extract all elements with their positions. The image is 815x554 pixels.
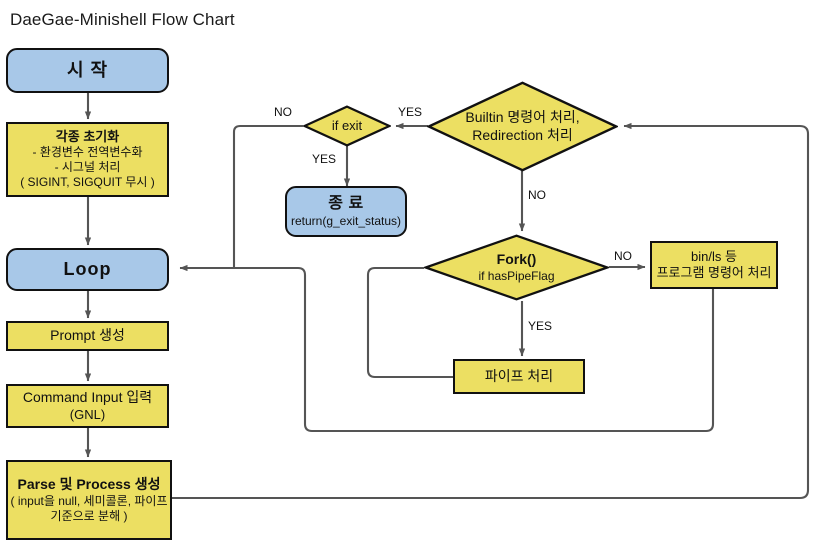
node-pipe[interactable]: 파이프 처리 bbox=[453, 359, 585, 394]
node-parse-line1: Parse 및 Process 생성 bbox=[17, 476, 161, 493]
node-if-exit[interactable]: if exit bbox=[303, 105, 391, 147]
node-if-exit-label-wrap: if exit bbox=[303, 105, 391, 147]
node-init-line2: - 환경변수 전역변수화 bbox=[32, 145, 143, 160]
node-program[interactable]: bin/ls 등 프로그램 명령어 처리 bbox=[650, 241, 778, 289]
edge-label-builtin-no: NO bbox=[528, 188, 546, 202]
node-start[interactable]: 시 작 bbox=[6, 48, 169, 93]
node-command-input-line2: (GNL) bbox=[69, 406, 106, 422]
page-title: DaeGae-Minishell Flow Chart bbox=[10, 10, 235, 29]
node-command-input[interactable]: Command Input 입력 (GNL) bbox=[6, 384, 169, 428]
node-builtin-line1: Builtin 명령어 처리, bbox=[465, 109, 580, 125]
node-init-line1: 각종 초기화 bbox=[55, 128, 120, 144]
edge-label-if-exit-no: NO bbox=[274, 105, 292, 119]
node-exit-line2: return(g_exit_status) bbox=[290, 214, 402, 228]
edge-parse-to-builtin bbox=[172, 122, 810, 500]
node-program-line1: bin/ls 등 bbox=[691, 248, 737, 264]
node-exit-line1: 종 료 bbox=[328, 195, 364, 212]
node-parse-line2: ( input을 null, 세미콜론, 파이프 bbox=[10, 493, 168, 508]
node-builtin[interactable]: Builtin 명령어 처리, Redirection 처리 bbox=[427, 81, 618, 172]
node-prompt[interactable]: Prompt 생성 bbox=[6, 321, 169, 351]
node-fork-line1: Fork() bbox=[496, 251, 537, 268]
node-fork[interactable]: Fork() if hasPipeFlag bbox=[424, 234, 609, 301]
node-loop-label: Loop bbox=[63, 259, 112, 280]
edge-label-fork-no: NO bbox=[614, 249, 632, 263]
node-builtin-label-wrap: Builtin 명령어 처리, Redirection 처리 bbox=[427, 81, 618, 172]
node-parse[interactable]: Parse 및 Process 생성 ( input을 null, 세미콜론, … bbox=[6, 460, 172, 540]
node-init[interactable]: 각종 초기화 - 환경변수 전역변수화 - 시그널 처리 ( SIGINT, S… bbox=[6, 122, 169, 197]
node-pipe-label: 파이프 처리 bbox=[484, 367, 554, 384]
node-command-input-line1: Command Input 입력 bbox=[22, 389, 153, 406]
edge-label-builtin-yes: YES bbox=[398, 105, 423, 119]
node-fork-line2: if hasPipeFlag bbox=[478, 268, 555, 283]
node-start-label: 시 작 bbox=[66, 60, 109, 81]
node-loop[interactable]: Loop bbox=[6, 248, 169, 291]
node-exit-terminal[interactable]: 종 료 return(g_exit_status) bbox=[285, 186, 407, 237]
node-builtin-line2: Redirection 처리 bbox=[472, 126, 573, 143]
node-program-line2: 프로그램 명령어 처리 bbox=[656, 265, 772, 280]
edge-label-fork-yes: YES bbox=[528, 319, 553, 333]
node-init-line3: - 시그널 처리 bbox=[54, 160, 121, 175]
edge-label-if-exit-yes: YES bbox=[312, 152, 337, 166]
node-fork-label-wrap: Fork() if hasPipeFlag bbox=[424, 234, 609, 301]
node-if-exit-label: if exit bbox=[331, 117, 363, 133]
node-parse-line3: 기준으로 분해 ) bbox=[50, 508, 128, 523]
node-init-line4: ( SIGINT, SIGQUIT 무시 ) bbox=[20, 175, 155, 190]
node-prompt-label: Prompt 생성 bbox=[50, 327, 125, 344]
